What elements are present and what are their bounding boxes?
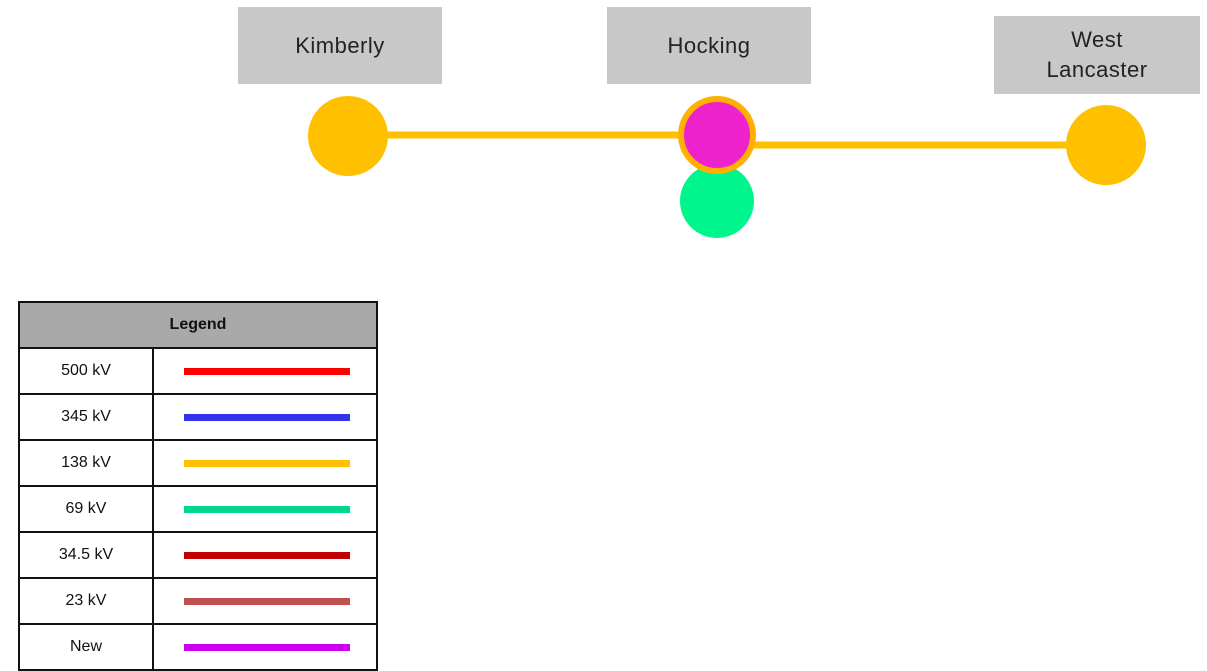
- station-name: Hocking: [667, 32, 751, 58]
- legend-row: 34.5 kV: [18, 531, 378, 579]
- station-label-west-lancaster: West Lancaster: [994, 16, 1200, 94]
- legend-color-swatch: [184, 644, 350, 651]
- west-lancaster-bus-node[interactable]: [1066, 105, 1146, 185]
- hocking-69kv-bus-node[interactable]: [680, 164, 754, 238]
- legend-color-swatch: [184, 414, 350, 421]
- legend-title: Legend: [18, 301, 378, 349]
- legend-row: 138 kV: [18, 439, 378, 487]
- voltage-legend: Legend 500 kV 345 kV 138 kV 69 kV 34.5 k…: [18, 301, 378, 671]
- kimberly-bus-node[interactable]: [308, 96, 388, 176]
- legend-color-swatch: [184, 368, 350, 375]
- legend-color-swatch: [184, 598, 350, 605]
- legend-row: 23 kV: [18, 577, 378, 625]
- legend-color-swatch: [184, 460, 350, 467]
- legend-voltage-label: 138 kV: [18, 439, 154, 487]
- legend-row: New: [18, 623, 378, 671]
- legend-voltage-label: 34.5 kV: [18, 531, 154, 579]
- legend-color-swatch: [184, 506, 350, 513]
- legend-voltage-label: 23 kV: [18, 577, 154, 625]
- legend-row: 500 kV: [18, 347, 378, 395]
- legend-row: 69 kV: [18, 485, 378, 533]
- hocking-bus-node[interactable]: [678, 96, 756, 174]
- legend-row: 345 kV: [18, 393, 378, 441]
- station-name: Kimberly: [295, 32, 385, 58]
- station-name: West Lancaster: [1046, 27, 1148, 82]
- station-label-kimberly: Kimberly: [238, 7, 442, 84]
- legend-voltage-label: 69 kV: [18, 485, 154, 533]
- legend-color-swatch: [184, 552, 350, 559]
- one-line-diagram: [308, 96, 1146, 238]
- legend-voltage-label: 345 kV: [18, 393, 154, 441]
- station-label-hocking: Hocking: [607, 7, 811, 84]
- legend-voltage-label: New: [18, 623, 154, 671]
- legend-voltage-label: 500 kV: [18, 347, 154, 395]
